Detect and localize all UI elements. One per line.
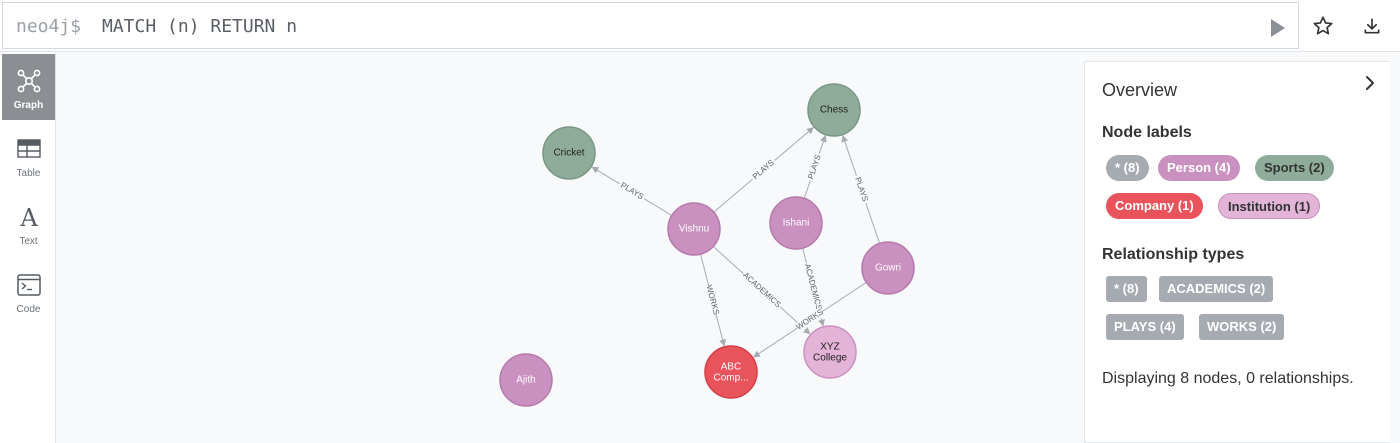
play-icon[interactable] bbox=[1265, 16, 1289, 40]
query-text[interactable]: MATCH (n) RETURN n bbox=[102, 16, 298, 37]
node-label-pill-institution[interactable]: Institution (1) bbox=[1218, 193, 1321, 219]
node-label: Comp... bbox=[713, 373, 748, 384]
chevron-right-icon[interactable] bbox=[1362, 74, 1378, 92]
overview-panel: Overview Node labels * (8) Person (4) Sp… bbox=[1084, 61, 1390, 443]
node-label-pill-company[interactable]: Company (1) bbox=[1106, 193, 1203, 219]
rail-item-text[interactable]: A Text bbox=[2, 190, 55, 256]
star-icon[interactable] bbox=[1312, 15, 1334, 37]
rail-label: Graph bbox=[13, 100, 44, 111]
graph-node[interactable]: Ajith bbox=[499, 353, 553, 407]
relationship-label: PLAYS bbox=[751, 158, 776, 181]
overview-summary: Displaying 8 nodes, 0 relationships. bbox=[1102, 370, 1354, 387]
relationship-label-bg bbox=[616, 179, 647, 204]
relationship-label: WORKS bbox=[705, 284, 721, 316]
table-icon bbox=[17, 139, 41, 158]
relationship-label-bg bbox=[851, 174, 871, 205]
rel-type-pill-all[interactable]: * (8) bbox=[1106, 276, 1147, 302]
relationship-label: PLAYS bbox=[853, 176, 870, 203]
rail-label: Code bbox=[16, 304, 41, 315]
relationship-label: PLAYS bbox=[806, 153, 823, 180]
graph-node[interactable]: ABCComp... bbox=[704, 345, 758, 399]
node-label: College bbox=[813, 353, 847, 364]
node-circle[interactable] bbox=[861, 241, 915, 295]
code-icon bbox=[17, 274, 41, 296]
relationship-label-bg bbox=[749, 156, 778, 184]
node-label: Chess bbox=[820, 105, 848, 116]
node-label: Ishani bbox=[783, 218, 810, 229]
node-label: Vishnu bbox=[679, 224, 709, 235]
rel-type-pill-plays[interactable]: PLAYS (4) bbox=[1106, 314, 1184, 340]
node-circle[interactable] bbox=[803, 325, 857, 379]
relationship-label-bg bbox=[795, 307, 825, 332]
node-circle[interactable] bbox=[769, 196, 823, 250]
rel-type-pill-academics[interactable]: ACADEMICS (2) bbox=[1159, 276, 1274, 302]
node-label: Gowri bbox=[875, 263, 901, 274]
graph-node[interactable]: Vishnu bbox=[667, 202, 721, 256]
download-icon[interactable] bbox=[1362, 15, 1382, 37]
rail-item-graph[interactable]: Graph bbox=[2, 54, 55, 120]
relationship-types-title: Relationship types bbox=[1102, 246, 1245, 263]
relationship-label-bg bbox=[805, 151, 825, 183]
node-label-pill-person[interactable]: Person (4) bbox=[1158, 155, 1240, 181]
graph-icon bbox=[17, 69, 41, 93]
node-label: Cricket bbox=[553, 148, 584, 159]
node-label-pill-all[interactable]: * (8) bbox=[1106, 155, 1149, 181]
text-icon: A bbox=[19, 204, 38, 230]
query-bar: neo4j$ MATCH (n) RETURN n bbox=[0, 0, 1400, 52]
node-circle[interactable] bbox=[704, 345, 758, 399]
node-labels-title: Node labels bbox=[1102, 124, 1192, 141]
relationship-label-bg bbox=[801, 262, 824, 312]
node-label: ABC bbox=[721, 362, 742, 373]
graph-node[interactable]: Chess bbox=[807, 83, 861, 137]
view-rail: Graph Table A Text Code bbox=[0, 52, 56, 443]
relationship-label-bg bbox=[740, 270, 784, 311]
query-editor[interactable]: neo4j$ MATCH (n) RETURN n bbox=[2, 2, 1299, 49]
node-circle[interactable] bbox=[667, 202, 721, 256]
rel-type-pill-works[interactable]: WORKS (2) bbox=[1199, 314, 1285, 340]
node-label: XYZ bbox=[820, 342, 839, 353]
node-circle[interactable] bbox=[499, 353, 553, 407]
node-circle[interactable] bbox=[807, 83, 861, 137]
rail-item-code[interactable]: Code bbox=[2, 258, 55, 324]
overview-title: Overview bbox=[1102, 80, 1178, 100]
query-prompt: neo4j$ bbox=[16, 16, 82, 37]
relationship-label: ACADEMICS bbox=[741, 271, 782, 310]
rail-item-table[interactable]: Table bbox=[2, 122, 55, 188]
rail-label: Text bbox=[19, 236, 38, 247]
graph-node[interactable]: Cricket bbox=[542, 126, 596, 180]
graph-node[interactable]: Gowri bbox=[861, 241, 915, 295]
node-circle[interactable] bbox=[542, 126, 596, 180]
rail-label: Table bbox=[16, 168, 41, 179]
node-label: Ajith bbox=[516, 375, 535, 386]
svg-text:A: A bbox=[19, 204, 38, 230]
node-label-pill-sports[interactable]: Sports (2) bbox=[1255, 155, 1334, 181]
relationship-label-bg bbox=[703, 284, 721, 316]
relationship-label: ACADEMICS bbox=[803, 263, 824, 311]
graph-node[interactable]: Ishani bbox=[769, 196, 823, 250]
